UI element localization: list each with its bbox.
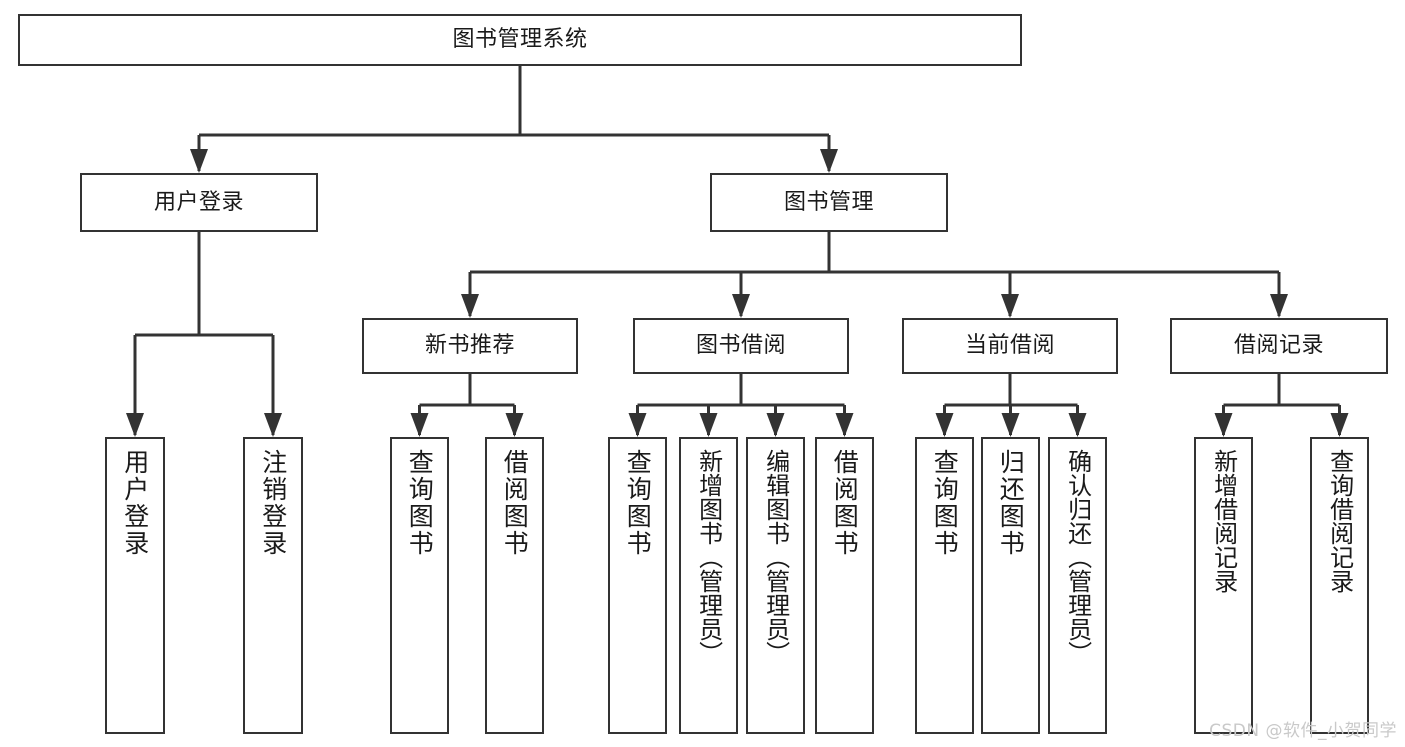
arrow-head-icon [505,413,524,437]
node-leaf-login-1[interactable]: 用户登录 [105,437,165,734]
arrow-head-icon [699,413,718,437]
node-bookmgmt[interactable]: 图书管理 [710,173,948,232]
node-label: 新增借阅记录 [1209,449,1238,593]
node-root[interactable]: 图书管理系统 [18,14,1022,66]
node-label: 查询图书 [623,449,653,557]
node-leaf-bor-2[interactable]: 新增图书（管理员） [679,437,738,734]
node-leaf-new-2[interactable]: 借阅图书 [485,437,544,734]
node-label: 注销登录 [258,449,288,557]
node-current[interactable]: 当前借阅 [902,318,1118,374]
node-label: 图书借阅 [695,333,786,359]
node-label: 借阅图书 [500,449,530,557]
arrow-head-icon [410,413,429,437]
node-leaf-rec-1[interactable]: 新增借阅记录 [1194,437,1253,734]
arrow-head-icon [1068,413,1087,437]
node-label: 查询图书 [405,449,435,557]
node-newbook[interactable]: 新书推荐 [362,318,578,374]
node-leaf-cur-3[interactable]: 确认归还（管理员） [1048,437,1107,734]
node-label: 确认归还（管理员） [1063,449,1092,665]
watermark-text: CSDN @软件_小贺同学 [1209,721,1397,741]
arrow-head-icon [190,149,208,173]
arrow-head-icon [461,294,479,318]
node-label: 用户登录 [153,189,244,215]
node-label: 借阅记录 [1233,333,1324,359]
node-leaf-login-2[interactable]: 注销登录 [243,437,303,734]
arrow-head-icon [1330,413,1349,437]
node-label: 查询借阅记录 [1325,449,1354,593]
node-leaf-bor-1[interactable]: 查询图书 [608,437,667,734]
node-leaf-new-1[interactable]: 查询图书 [390,437,449,734]
arrow-head-icon [820,149,838,173]
node-label: 编辑图书（管理员） [761,449,790,665]
node-label: 当前借阅 [964,333,1055,359]
arrow-head-icon [1270,294,1288,318]
arrow-head-icon [126,413,144,437]
node-records[interactable]: 借阅记录 [1170,318,1388,374]
node-label: 用户登录 [120,449,150,557]
arrow-head-icon [732,294,750,318]
node-leaf-bor-3[interactable]: 编辑图书（管理员） [746,437,805,734]
node-label: 归还图书 [996,449,1026,557]
node-borrow[interactable]: 图书借阅 [633,318,849,374]
node-leaf-cur-1[interactable]: 查询图书 [915,437,974,734]
node-label: 借阅图书 [830,449,860,557]
node-label: 图书管理系统 [452,27,588,53]
node-label: 查询图书 [930,449,960,557]
arrow-head-icon [766,413,785,437]
arrow-head-icon [628,413,647,437]
node-leaf-bor-4[interactable]: 借阅图书 [815,437,874,734]
node-leaf-rec-2[interactable]: 查询借阅记录 [1310,437,1369,734]
arrow-head-icon [1214,413,1233,437]
node-label: 图书管理 [783,189,874,215]
arrow-head-icon [935,413,954,437]
arrow-head-icon [835,413,854,437]
node-login[interactable]: 用户登录 [80,173,318,232]
node-leaf-cur-2[interactable]: 归还图书 [981,437,1040,734]
node-label: 新增图书（管理员） [694,449,723,665]
arrow-head-icon [1001,294,1019,318]
node-label: 新书推荐 [424,333,515,359]
arrow-head-icon [1001,413,1020,437]
arrow-head-icon [264,413,282,437]
